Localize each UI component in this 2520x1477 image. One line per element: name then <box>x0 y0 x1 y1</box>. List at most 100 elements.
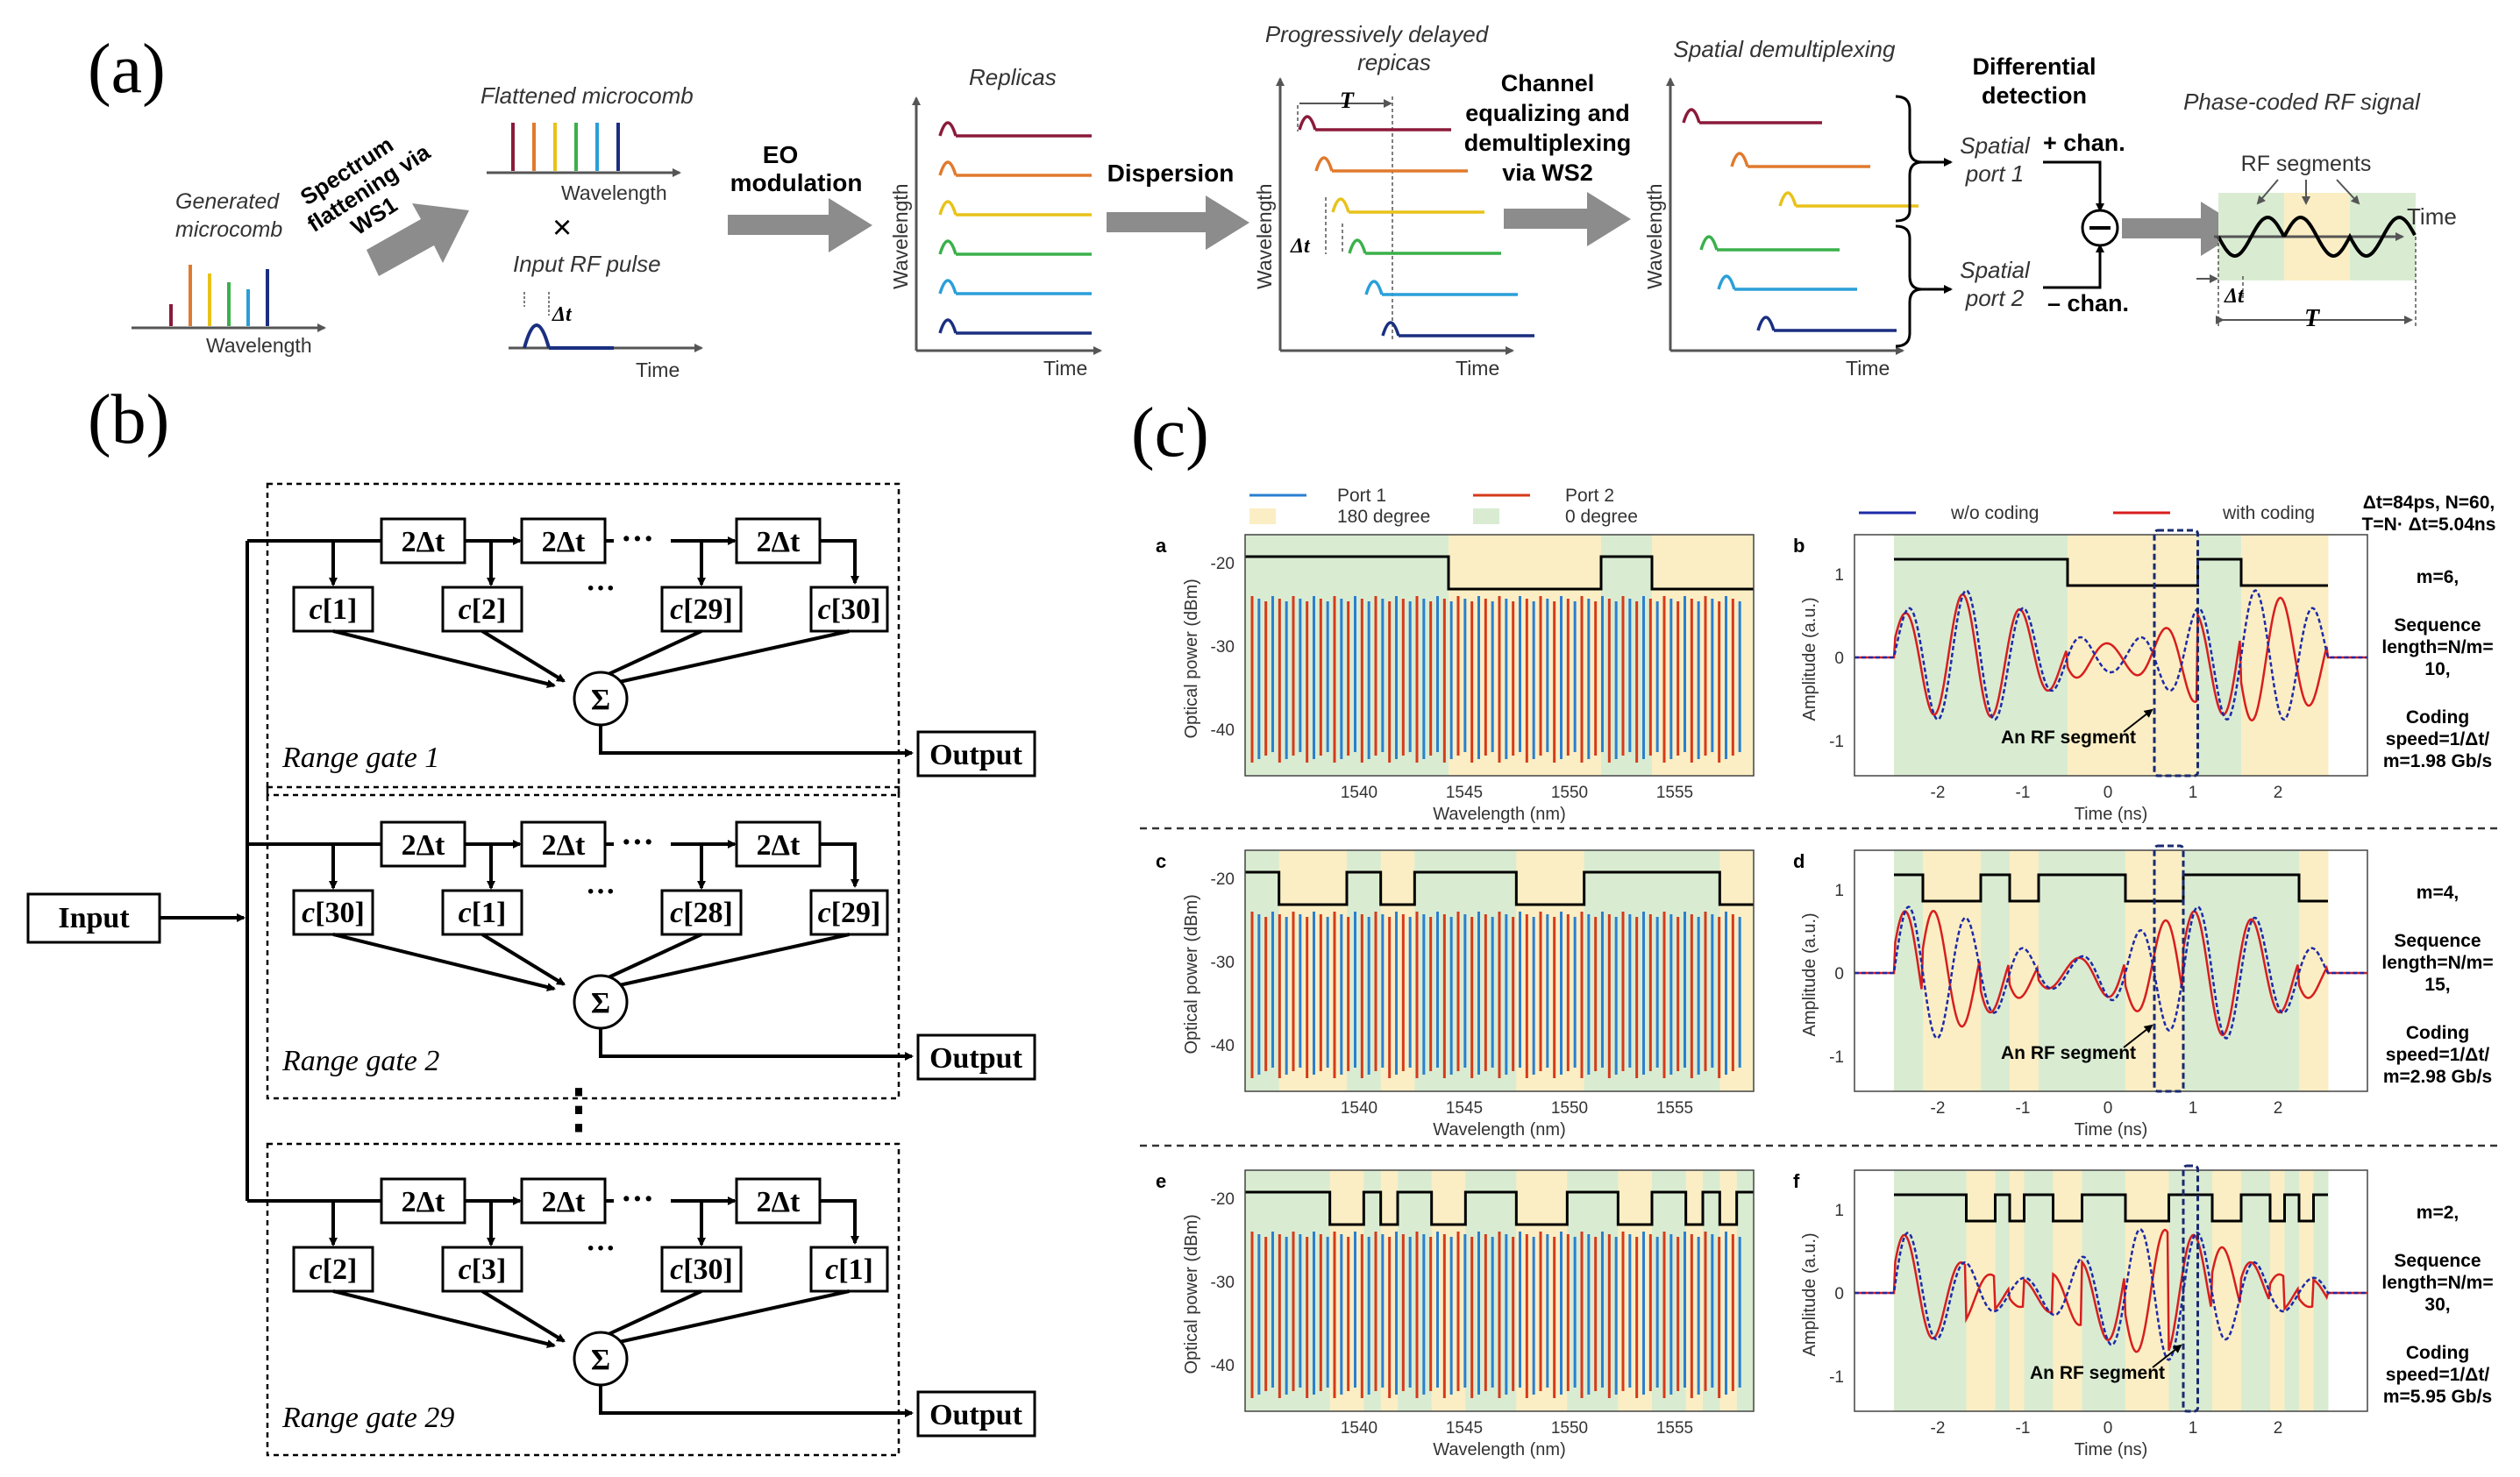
output-box <box>916 730 1036 778</box>
phase-band <box>2212 1170 2227 1411</box>
rf-segment-label: An RF segment <box>2001 1043 2136 1063</box>
delay-box <box>380 517 466 565</box>
coeff-box <box>441 1246 523 1293</box>
phase-band <box>1937 1170 1953 1411</box>
phase-band <box>2154 535 2198 776</box>
range-gate-frame <box>266 1142 901 1457</box>
delay-box <box>520 517 607 565</box>
sum-arrow <box>332 1289 556 1348</box>
optical-ytick: -20 <box>1211 1190 1235 1209</box>
differential-detection-label-1: Differential <box>1972 53 2096 80</box>
phase-band <box>2010 850 2039 1091</box>
sum-arrow <box>481 933 566 986</box>
phase-band <box>2096 1170 2111 1411</box>
time-xlabel: Time (ns) <box>2075 1440 2148 1459</box>
code-sequence <box>1245 1190 1754 1226</box>
code-sequence <box>1894 557 2328 587</box>
coeff-ellipsis: ··· <box>586 572 616 605</box>
output-box <box>916 1033 1036 1081</box>
code-sequence <box>1894 873 2328 903</box>
phase-band <box>1499 535 1551 776</box>
last-tap <box>820 539 859 585</box>
phase-band <box>1245 535 1297 776</box>
coeff-label: c[30] <box>818 593 881 626</box>
plus-chan-label: + chan. <box>2043 130 2125 156</box>
sum-arrow <box>481 1289 566 1343</box>
delay-ellipsis: ··· <box>621 521 654 557</box>
delay-label: 2Δt <box>542 1186 586 1218</box>
flattening-arrow <box>367 203 469 276</box>
phase-band <box>1908 1170 1924 1411</box>
wo-coding-trace <box>1854 1227 2367 1361</box>
rf-segments-label: RF segments <box>2241 152 2372 176</box>
subplot-letter: e <box>1156 1170 1166 1192</box>
replica-pulses <box>938 121 1092 335</box>
delay-box <box>380 1177 466 1225</box>
coeff-label: c[29] <box>818 897 881 929</box>
legend-port2-label: Port 2 <box>1565 486 1614 506</box>
code-sequence <box>1245 870 1754 906</box>
legend-0-label: 0 degree <box>1565 507 1638 527</box>
phase-band <box>1652 1170 1669 1411</box>
phase-band <box>1981 1170 1996 1411</box>
time-xtick: 2 <box>2274 1099 2283 1118</box>
coeff-box <box>809 889 889 936</box>
amp-ytick: -1 <box>1829 1048 1844 1067</box>
optical-axes <box>1244 534 1755 777</box>
replica-pulse <box>1314 156 1334 172</box>
delay-label: 2Δt <box>402 829 445 862</box>
coding-speed: Coding <box>2406 1343 2469 1363</box>
T-label-a1: T <box>1340 88 1355 113</box>
brace-port2 <box>1895 224 1923 348</box>
range-gate-frame <box>266 482 901 797</box>
phase-band <box>1363 1170 1382 1411</box>
subplot-letter: c <box>1156 850 1166 872</box>
replica-pulse <box>1778 191 1797 207</box>
legend-0-swatch <box>1473 508 1499 524</box>
time-xtick: 2 <box>2274 1419 2283 1438</box>
coeff-ellipsis: ··· <box>586 1232 616 1265</box>
optical-ytick: -40 <box>1211 1037 1235 1055</box>
wavelength-vertical-1: Wavelength <box>889 183 912 289</box>
amp-ytick: 1 <box>1834 1202 1844 1220</box>
output-label: Output <box>929 739 1022 771</box>
replica-pulse <box>1682 108 1701 124</box>
replica-pulse <box>938 239 957 255</box>
sum-arrow <box>481 629 566 683</box>
amp-ytick: -1 <box>1829 733 1844 751</box>
input-rf-pulse-label: Input RF pulse <box>513 251 661 277</box>
coding-speed: m=2.98 Gb/s <box>2383 1067 2492 1087</box>
phase-band <box>2197 1170 2213 1411</box>
minus-chan-label: – chan. <box>2047 290 2129 316</box>
phase-band <box>2313 1170 2329 1411</box>
sum-arrow <box>602 1289 850 1349</box>
coeff-label: c[1] <box>825 1253 873 1286</box>
delayed-label-2: repicas <box>1357 49 1431 75</box>
delay-box <box>520 1177 607 1225</box>
dt-label-a3: Δt <box>2224 285 2245 308</box>
phase-band <box>2039 1170 2054 1411</box>
phase-band <box>2299 850 2329 1091</box>
coding-speed: speed=1/Δt/ <box>2386 1045 2490 1065</box>
optical-xtick: 1555 <box>1656 784 1693 802</box>
wavelength-label-2: Wavelength <box>561 181 667 204</box>
replicas-label: Replicas <box>969 64 1057 90</box>
phase-band <box>2139 1170 2155 1411</box>
phase-band <box>2270 850 2300 1091</box>
T-label-a2: T <box>2304 305 2321 332</box>
optical-xlabel: Wavelength (nm) <box>1433 805 1566 824</box>
coeff-box <box>809 586 889 633</box>
sum-arrow <box>591 933 702 986</box>
rf-segment-label: An RF segment <box>2030 1363 2165 1383</box>
time-xtick: -1 <box>2016 784 2031 802</box>
generated-microcomb-label-1: Generated <box>175 189 280 214</box>
phase-band <box>1995 1170 2011 1411</box>
phase-band <box>1550 1170 1568 1411</box>
sequence-length: length=N/m= <box>2381 637 2493 657</box>
legend-180-label: 180 degree <box>1337 507 1430 527</box>
optical-xtick: 1540 <box>1341 1099 1377 1118</box>
